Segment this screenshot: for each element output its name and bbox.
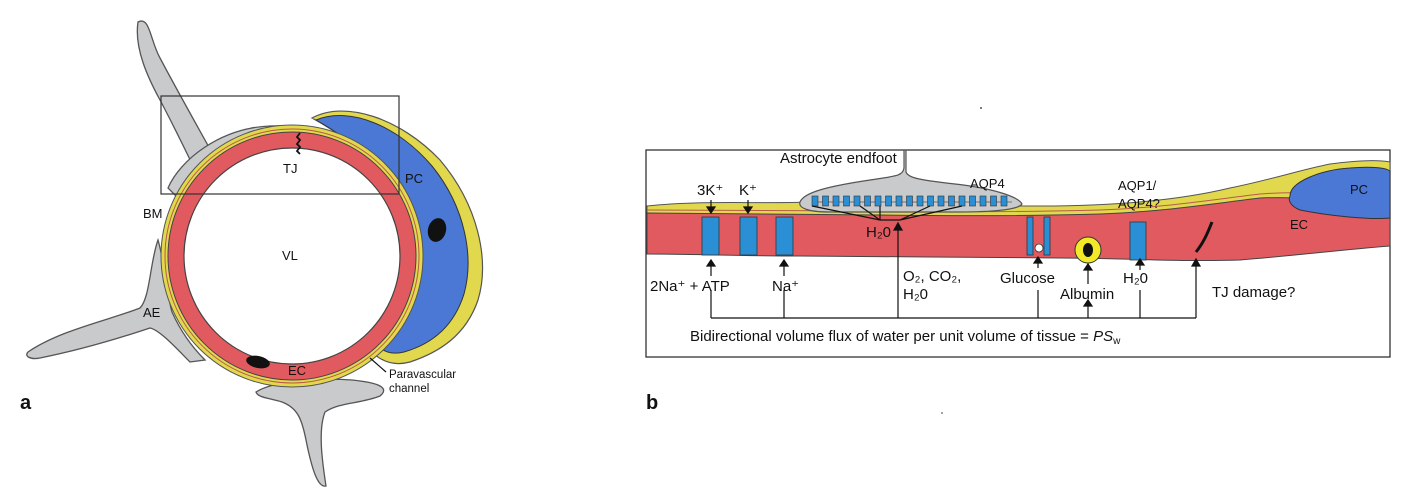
aqp4-channel (1000, 195, 1008, 207)
panel-b: Astrocyte endfoot AQP4 3K⁺ K⁺ H₂0 AQP1/ … (645, 107, 1391, 414)
aqp4-channel (948, 195, 955, 207)
bottom-caption-main: Bidirectional volume flux of water per u… (690, 328, 1093, 345)
label-ae: AE (143, 305, 161, 320)
channel-glucose-left (1026, 216, 1034, 256)
aqp4-channel (937, 195, 945, 207)
label-vl: VL (282, 248, 298, 263)
aqp4-channel (895, 195, 903, 207)
bm-inner-line (164, 128, 420, 384)
label-glucose: Glucose (1000, 270, 1055, 287)
label-h2o-center: H₂0 (866, 224, 891, 241)
aqp4-channel-row (811, 195, 1008, 207)
aqp4-channel (969, 195, 976, 207)
tight-junction-mark (295, 132, 302, 155)
label-ec-b: EC (1290, 217, 1308, 232)
water-flux-lines (811, 205, 963, 221)
label-albumin: Albumin (1060, 286, 1114, 303)
pericyte-b (1288, 166, 1391, 220)
paravascular-pointer (369, 357, 387, 373)
glucose-molecule (1034, 243, 1044, 253)
arrows (705, 200, 1202, 319)
channel-3k (701, 216, 720, 256)
panel-a-label: a (20, 392, 32, 414)
aqp4-channel (979, 195, 987, 207)
astrocyte-process-bottom (255, 378, 385, 487)
label-bm: BM (143, 206, 163, 221)
vessel-lumen (183, 147, 401, 365)
aqp4-channel (916, 195, 924, 207)
label-na-atp: 2Na⁺ + ATP (650, 278, 730, 295)
channel-aqp1 (1129, 221, 1147, 261)
bottom-caption-ps: PS (1093, 328, 1113, 345)
aqp4-channel (843, 195, 850, 207)
aqp4-channel (927, 195, 934, 207)
channel-k (739, 216, 758, 256)
endothelium-band (646, 197, 1391, 262)
label-aqp4-q: AQP4? (1118, 196, 1160, 211)
label-pc-b: PC (1350, 182, 1368, 197)
label-aqp1: AQP1/ (1118, 178, 1157, 193)
label-astrocyte-endfoot: Astrocyte endfoot (780, 150, 898, 167)
bottom-caption: Bidirectional volume flux of water per u… (690, 328, 1121, 347)
aqp4-channel (822, 195, 829, 207)
channel-na (775, 216, 794, 256)
speck (941, 412, 943, 414)
label-h2o-right: H₂0 (1123, 270, 1148, 287)
label-paravascular-2: channel (389, 383, 429, 395)
label-3k: 3K⁺ (697, 182, 723, 199)
label-tj: TJ (283, 161, 297, 176)
label-ec: EC (288, 363, 306, 378)
aqp4-channel (864, 195, 871, 207)
label-o2: O₂, CO₂, (903, 268, 961, 285)
label-pc: PC (405, 171, 423, 186)
label-tj-damage: TJ damage? (1212, 284, 1295, 301)
aqp4-channel (906, 195, 913, 207)
pericyte-nucleus (427, 218, 447, 242)
channel-glucose-right (1043, 216, 1051, 256)
aqp4-channel (958, 195, 966, 207)
bm-inner-line-b (646, 192, 1391, 213)
panel-a: TJ PC BM VL AE EC Paravascular channel a (20, 20, 484, 487)
aqp4-channel (853, 195, 861, 207)
aqp4-channel (990, 195, 997, 207)
astrocyte-process-left (26, 237, 207, 363)
endothelial-nucleus (246, 355, 270, 369)
label-na: Na⁺ (772, 278, 799, 295)
label-o2-h2o: H₂0 (903, 286, 928, 303)
aqp4-channel (811, 195, 819, 207)
panel-b-label: b (646, 392, 658, 414)
label-k: K⁺ (739, 182, 757, 199)
label-aqp4: AQP4 (970, 176, 1005, 191)
label-paravascular-1: Paravascular (389, 369, 456, 381)
tj-damage-mark (1194, 221, 1214, 253)
speck (980, 107, 982, 109)
aqp4-channel (832, 195, 840, 207)
aqp4-channel (885, 195, 892, 207)
bottom-caption-sub: w (1112, 336, 1121, 347)
aqp4-channel (874, 195, 882, 207)
zoom-box (160, 95, 400, 195)
albumin-core (1083, 243, 1093, 257)
